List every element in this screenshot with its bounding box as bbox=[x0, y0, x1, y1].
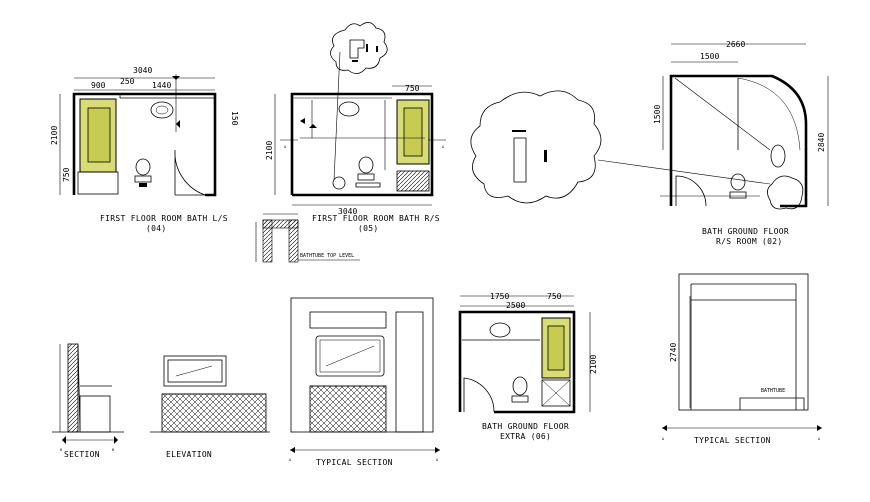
toilet bbox=[134, 158, 152, 187]
toilet bbox=[729, 173, 747, 199]
plan-first-floor-bath-rs: A A 750 2100 3040 FIRST FLOOR ROOM BATH … bbox=[265, 51, 446, 233]
dim-250: 250 bbox=[120, 77, 135, 86]
plan1-number: (04) bbox=[146, 224, 166, 233]
section-marker-a: A bbox=[662, 437, 665, 441]
detail-cloud-large bbox=[470, 90, 771, 204]
dim-depth: 2100 bbox=[589, 355, 598, 374]
plan4-number: EXTRA (06) bbox=[500, 432, 551, 441]
dim-depth: 2100 bbox=[265, 141, 274, 160]
typical-section-right: BATHTUBE 2740 A A TYPICAL SECTION bbox=[662, 273, 822, 445]
section-marker-b-left: B bbox=[60, 448, 62, 452]
plan3-title: BATH GROUND FLOOR bbox=[702, 227, 789, 236]
dim-750: 750 bbox=[405, 84, 420, 93]
dim-height: 2740 bbox=[669, 343, 678, 362]
dim-750: 750 bbox=[62, 167, 71, 182]
wash-basin bbox=[489, 322, 511, 338]
dim-depth: 2840 bbox=[817, 133, 826, 152]
typical-section-label: TYPICAL SECTION bbox=[316, 458, 393, 467]
bathtub-top-level-label: BATHTUBE TOP LEVEL bbox=[300, 253, 354, 259]
bathtub bbox=[79, 98, 117, 173]
dim-depth: 2100 bbox=[50, 126, 59, 145]
plan-first-floor-bath-ls: 3040 900 250 1440 2100 750 150 FIRST FLO… bbox=[50, 66, 239, 233]
plan-bath-ground-floor-extra: 1750 750 2500 2100 BATH GROUND FLOOR EXT… bbox=[458, 292, 598, 441]
plan3-room: R/S ROOM (02) bbox=[716, 237, 783, 246]
section-marker-b-right: B bbox=[112, 448, 114, 452]
section-marker-a2: A bbox=[436, 458, 439, 462]
typical-section-center: A A TYPICAL SECTION bbox=[289, 297, 440, 467]
bathtube-label: BATHTUBE bbox=[761, 388, 785, 394]
dim-750: 750 bbox=[547, 292, 562, 301]
dim-150: 150 bbox=[230, 111, 239, 126]
dim-width: 2660 bbox=[726, 40, 745, 49]
section-label: SECTION bbox=[64, 450, 100, 459]
bathtub bbox=[396, 99, 430, 165]
dim-900: 900 bbox=[91, 81, 106, 90]
wash-basin bbox=[150, 101, 174, 119]
plan1-title: FIRST FLOOR ROOM BATH L/S bbox=[100, 214, 228, 223]
section-marker-a: A bbox=[289, 458, 292, 462]
plan2-number: (05) bbox=[358, 224, 378, 233]
typical-section-label: TYPICAL SECTION bbox=[694, 436, 771, 445]
wash-basin bbox=[338, 101, 360, 117]
plan4-title: BATH GROUND FLOOR bbox=[482, 422, 569, 431]
dim-1500-side: 1500 bbox=[653, 105, 662, 124]
bathtub bbox=[541, 317, 571, 379]
plan-bath-ground-floor-rs: 2660 1500 1500 2840 BATH GROUND FLOOR R/… bbox=[653, 40, 829, 246]
elevation-view: ELEVATION bbox=[150, 355, 270, 459]
wash-basin bbox=[770, 144, 786, 168]
toilet bbox=[511, 376, 529, 403]
section-marker-a2: A bbox=[442, 145, 445, 149]
bathtub-top-level-detail: BATHTUBE TOP LEVEL bbox=[255, 213, 360, 263]
section-marker-a: A bbox=[284, 145, 287, 149]
detail-cloud-small bbox=[330, 22, 388, 74]
section-view: B B SECTION bbox=[52, 343, 124, 459]
dim-width: 3040 bbox=[338, 207, 357, 216]
plan2-title: FIRST FLOOR ROOM BATH R/S bbox=[312, 214, 440, 223]
dim-1440: 1440 bbox=[152, 81, 171, 90]
section-marker-a2: A bbox=[818, 437, 821, 441]
dim-width: 2500 bbox=[506, 301, 525, 310]
elevation-label: ELEVATION bbox=[166, 450, 212, 459]
dim-1500-top: 1500 bbox=[700, 52, 719, 61]
toilet bbox=[357, 156, 375, 181]
dim-width: 3040 bbox=[133, 66, 152, 75]
dim-1750: 1750 bbox=[490, 292, 509, 301]
